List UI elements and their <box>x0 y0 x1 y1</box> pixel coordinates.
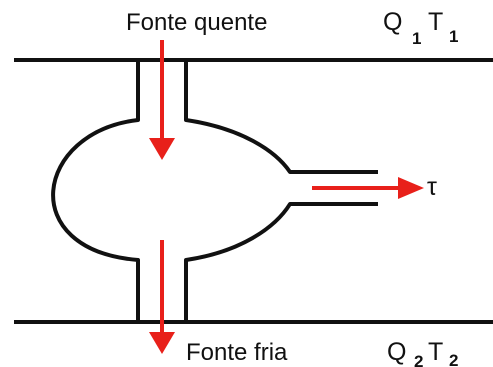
engine-outline-right-upper <box>184 60 378 174</box>
hot-heat-subscript: 1 <box>412 29 421 48</box>
cold-source-symbols: Q 2 T 2 <box>387 338 458 367</box>
cold-temp-symbol: T <box>428 338 443 366</box>
hot-heat-symbol: Q <box>383 8 402 36</box>
engine-body <box>51 60 378 322</box>
work-out-arrow <box>312 177 424 199</box>
hot-temp-symbol: T <box>428 8 443 36</box>
cold-temp-subscript: 2 <box>449 351 458 367</box>
work-symbol: τ <box>427 173 437 201</box>
heat-out-arrow <box>149 240 175 354</box>
cold-heat-subscript: 2 <box>414 352 423 367</box>
engine-outline-left <box>51 60 140 322</box>
hot-source-symbols: Q 1 T 1 <box>383 8 458 48</box>
hot-source-label: Fonte quente <box>126 9 267 36</box>
engine-outline-right-lower <box>184 202 378 322</box>
cold-heat-symbol: Q <box>387 338 406 366</box>
heat-in-arrow <box>149 40 175 160</box>
cold-source-label: Fonte fria <box>186 339 288 366</box>
hot-temp-subscript: 1 <box>449 27 458 46</box>
